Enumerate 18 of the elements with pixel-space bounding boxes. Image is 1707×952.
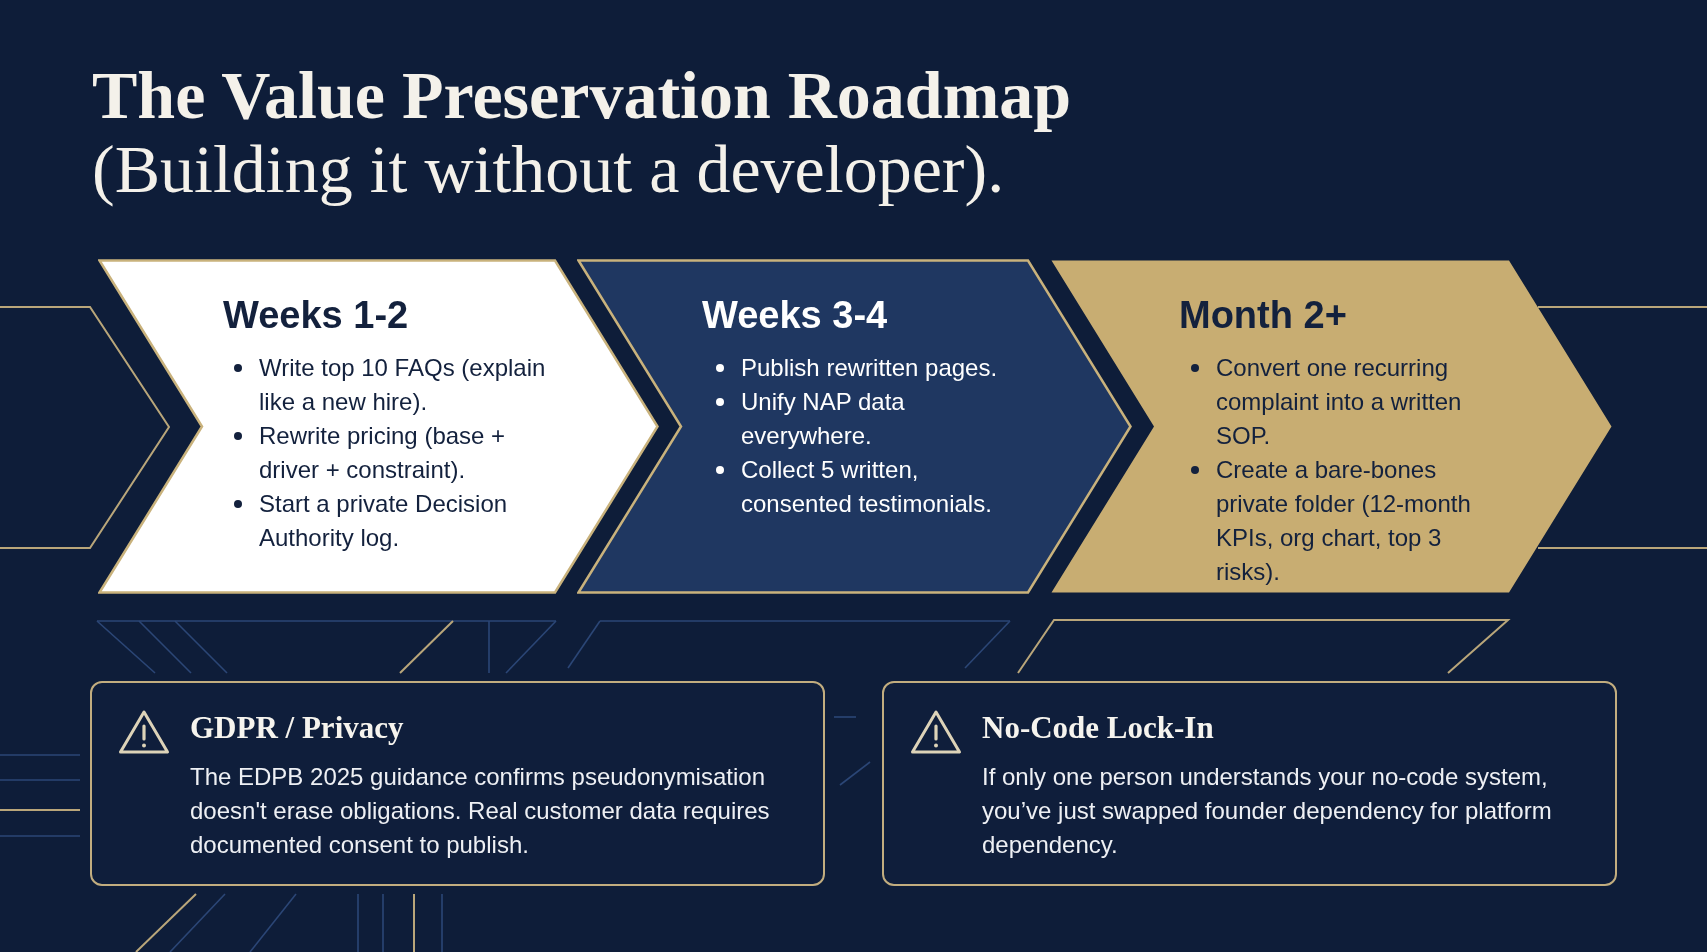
warning-card xyxy=(882,681,1617,886)
warning-text: The EDPB 2025 guidance confirms pseudonymisation doesn't erase obligations. Real customer data requires documented consent to publish. xyxy=(190,762,771,860)
stage-heading: Weeks 1-2 xyxy=(223,293,409,337)
warning-title: GDPR / Privacy xyxy=(190,710,404,746)
warning-card xyxy=(90,681,825,886)
bullet-text: Collect 5 written, consented testimonials. xyxy=(741,455,993,519)
bullet-text: Write top 10 FAQs (explain like a new hire). xyxy=(259,353,547,417)
title: The Value Preservation Roadmap (Building it without a developer). xyxy=(92,58,1072,206)
bullet-text: Rewrite pricing (base + driver + constraint). xyxy=(259,421,507,485)
stage-heading: Weeks 3-4 xyxy=(702,293,888,337)
bullet-text: Create a bare-bones private folder (12-month KPIs, org chart, top 3 risks). xyxy=(1216,455,1472,587)
bullet-text: Unify NAP data everywhere. xyxy=(741,387,906,451)
warning-text: If only one person understands your no-code system, you’ve just swapped founder dependency for platform dependency. xyxy=(982,762,1553,860)
warning-title: No-Code Lock-In xyxy=(982,710,1214,746)
bullet-text: Start a private Decision Authority log. xyxy=(259,489,509,553)
bullet-text: Publish rewritten pages. xyxy=(741,353,999,383)
bullet-text: Convert one recurring complaint into a written SOP. xyxy=(1216,353,1463,451)
stage-heading: Month 2+ xyxy=(1179,293,1347,337)
